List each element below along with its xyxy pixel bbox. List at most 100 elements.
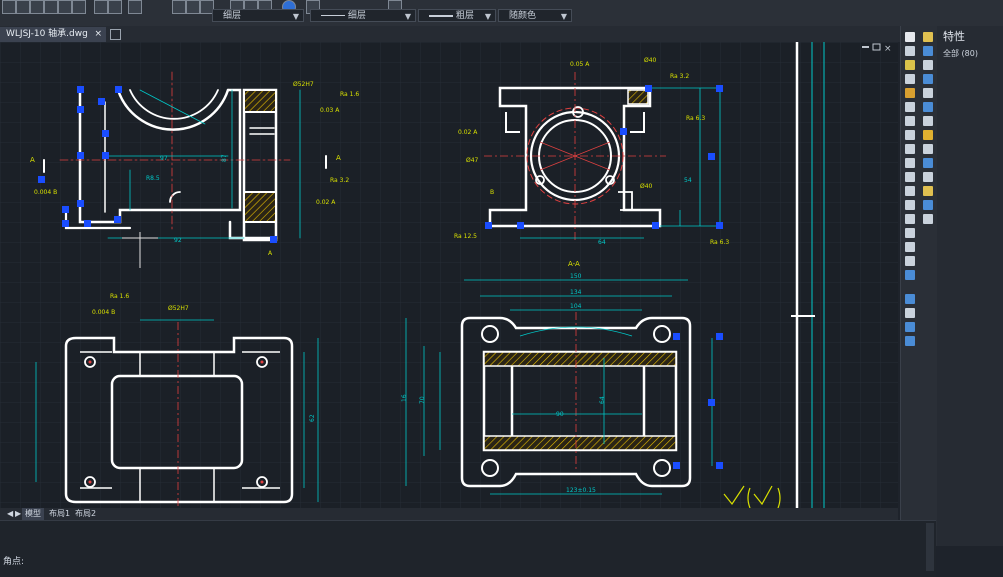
- command-scrollbar[interactable]: [926, 523, 934, 571]
- layer-dropdown[interactable]: 细层 ▼: [212, 9, 304, 22]
- stretch-icon[interactable]: [905, 144, 915, 154]
- lineweight-dropdown[interactable]: 粗层 ▼: [418, 9, 496, 22]
- mirror-icon[interactable]: [905, 60, 915, 70]
- linetype-dropdown[interactable]: 细层 ▼: [310, 9, 416, 22]
- layer-state-icon[interactable]: [923, 172, 933, 182]
- layer-merge-icon[interactable]: [923, 144, 933, 154]
- chevron-down-icon: ▼: [292, 12, 299, 21]
- properties-match-icon[interactable]: [905, 270, 915, 280]
- array-icon[interactable]: [905, 88, 915, 98]
- redo-icon[interactable]: [72, 0, 86, 14]
- plotstyle-dropdown-label: 随颜色: [509, 11, 537, 21]
- svg-text:134: 134: [570, 289, 582, 296]
- copy-icon[interactable]: [108, 0, 122, 14]
- layer-freeze-icon[interactable]: [923, 102, 933, 112]
- svg-text:62: 62: [309, 414, 316, 422]
- svg-text:Ø52H7: Ø52H7: [293, 81, 314, 88]
- open-icon[interactable]: [16, 0, 30, 14]
- svg-text:Ra 1.6: Ra 1.6: [110, 293, 129, 300]
- move-icon[interactable]: [905, 102, 915, 112]
- print-icon[interactable]: [44, 0, 58, 14]
- group-icon[interactable]: [905, 308, 915, 318]
- svg-text:0.02 A: 0.02 A: [316, 199, 336, 206]
- svg-text:150: 150: [570, 273, 582, 280]
- explode-icon[interactable]: [905, 242, 915, 252]
- trim-icon[interactable]: [905, 158, 915, 168]
- layer-delete-icon[interactable]: [923, 158, 933, 168]
- tab-layout1[interactable]: 布局1: [49, 509, 71, 518]
- svg-text:0.004 B: 0.004 B: [92, 309, 115, 316]
- layer-walk-icon[interactable]: [923, 130, 933, 140]
- svg-text:92: 92: [174, 237, 182, 244]
- tab-next-icon[interactable]: ▶: [15, 509, 22, 518]
- view-plan-left[interactable]: [35, 319, 319, 508]
- match-icon[interactable]: [128, 0, 142, 14]
- viewport-controls[interactable]: ×: [862, 43, 892, 54]
- cad-drawing[interactable]: ×: [0, 42, 898, 508]
- layer-properties-icon[interactable]: [923, 32, 933, 42]
- blend-icon[interactable]: [905, 256, 915, 266]
- ungroup-icon[interactable]: [905, 322, 915, 332]
- svg-text:A: A: [268, 250, 273, 257]
- close-icon[interactable]: ×: [94, 29, 102, 39]
- command-line[interactable]: 角点:: [0, 520, 936, 577]
- svg-text:Ra 3.2: Ra 3.2: [330, 177, 349, 184]
- break-icon[interactable]: [905, 186, 915, 196]
- pan-icon[interactable]: [172, 0, 186, 14]
- svg-text:16: 16: [401, 394, 408, 402]
- svg-text:Ø40: Ø40: [644, 57, 657, 64]
- tab-model[interactable]: 模型: [22, 508, 44, 520]
- tab-layout2[interactable]: 布局2: [75, 509, 97, 518]
- layer-match-icon[interactable]: [923, 46, 933, 56]
- svg-text:123±0.15: 123±0.15: [566, 487, 596, 494]
- layer-report-icon[interactable]: [923, 214, 933, 224]
- erase-icon[interactable]: [905, 32, 915, 42]
- draw-order-icon[interactable]: [905, 294, 915, 304]
- plotstyle-dropdown[interactable]: 随颜色 ▼: [498, 9, 572, 22]
- view-front[interactable]: [484, 72, 723, 242]
- layer-translate-icon[interactable]: [923, 186, 933, 196]
- svg-text:87: 87: [221, 154, 228, 162]
- svg-text:70: 70: [419, 396, 426, 404]
- view-section-aa[interactable]: [405, 279, 723, 495]
- svg-text:R8.5: R8.5: [146, 175, 160, 182]
- zoom-icon[interactable]: [186, 0, 200, 14]
- cut-icon[interactable]: [94, 0, 108, 14]
- svg-text:Ra 3.2: Ra 3.2: [670, 73, 689, 80]
- zoom-window-icon[interactable]: [200, 0, 214, 14]
- svg-text:Ra 6.3: Ra 6.3: [686, 115, 705, 122]
- join-icon[interactable]: [905, 200, 915, 210]
- svg-text:×: ×: [884, 44, 892, 54]
- svg-text:97: 97: [160, 155, 168, 162]
- rotate-icon[interactable]: [905, 116, 915, 126]
- layer-previous-icon[interactable]: [923, 60, 933, 70]
- block-icon[interactable]: [905, 336, 915, 346]
- new-tab-icon[interactable]: [110, 29, 121, 40]
- layer-isolate-icon[interactable]: [923, 74, 933, 84]
- fillet-icon[interactable]: [905, 228, 915, 238]
- offset-icon[interactable]: [905, 74, 915, 84]
- scale-icon[interactable]: [905, 130, 915, 140]
- view-section-aa-annotations: A-A 150 134 104 90 123±0.15 16 70 64: [401, 260, 606, 494]
- svg-text:104: 104: [570, 303, 582, 310]
- command-prompt: 角点:: [3, 557, 25, 567]
- extend-icon[interactable]: [905, 172, 915, 182]
- view-plan-left-annotations: Ra 1.6 0.004 B Ø52H7 62: [92, 293, 316, 422]
- layer-lock-icon[interactable]: [923, 116, 933, 126]
- new-icon[interactable]: [2, 0, 16, 14]
- svg-text:64: 64: [598, 239, 606, 246]
- layer-off-icon[interactable]: [923, 88, 933, 98]
- svg-text:64: 64: [599, 396, 606, 404]
- save-icon[interactable]: [30, 0, 44, 14]
- layer-filter-icon[interactable]: [923, 200, 933, 210]
- selection-dropdown[interactable]: 全部 (80): [943, 49, 978, 58]
- tab-prev-icon[interactable]: ◀: [7, 509, 14, 518]
- chamfer-icon[interactable]: [905, 214, 915, 224]
- copy-icon[interactable]: [905, 46, 915, 56]
- document-tab[interactable]: WLJSJ-10 轴承.dwg ×: [0, 27, 106, 42]
- svg-text:0.02 A: 0.02 A: [458, 129, 478, 136]
- view-side-section[interactable]: [38, 71, 327, 243]
- drawing-canvas[interactable]: ×: [0, 42, 898, 508]
- undo-icon[interactable]: [58, 0, 72, 14]
- line-preview: [429, 14, 453, 17]
